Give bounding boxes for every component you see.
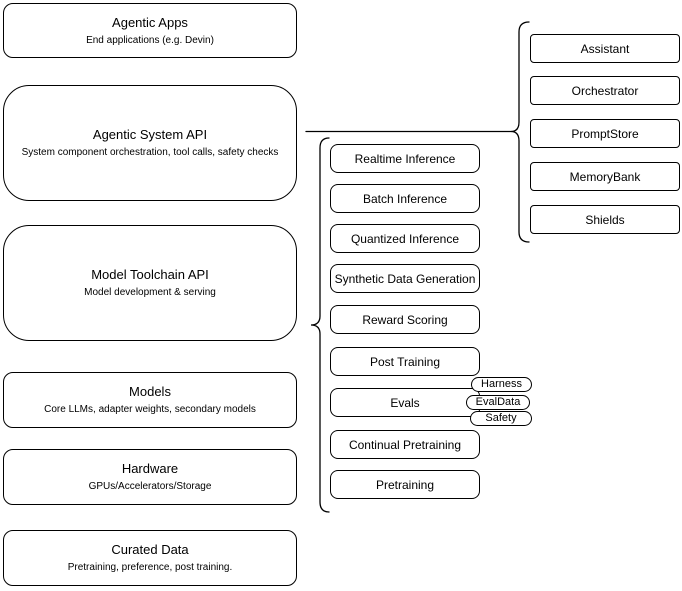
box-model-toolchain-api: Model Toolchain API Model development & … [3, 225, 297, 341]
node-orchestrator: Orchestrator [530, 76, 680, 105]
box-title: Models [129, 384, 171, 399]
box-title: Model Toolchain API [91, 267, 209, 282]
node-label: Batch Inference [362, 191, 448, 206]
box-agentic-apps: Agentic Apps End applications (e.g. Devi… [3, 3, 297, 58]
node-label: Assistant [580, 41, 630, 56]
node-label: Synthetic Data Generation [334, 271, 476, 286]
node-pretraining: Pretraining [330, 470, 480, 499]
box-subtitle: System component orchestration, tool cal… [21, 147, 279, 158]
node-post-training: Post Training [330, 347, 480, 376]
node-label: PromptStore [571, 126, 639, 141]
node-label: Pretraining [375, 477, 435, 492]
node-memorybank: MemoryBank [530, 162, 680, 191]
box-subtitle: Core LLMs, adapter weights, secondary mo… [44, 404, 256, 415]
node-label: MemoryBank [569, 169, 641, 184]
box-subtitle: Model development & serving [84, 287, 216, 298]
box-hardware: Hardware GPUs/Accelerators/Storage [3, 449, 297, 505]
node-assistant: Assistant [530, 34, 680, 63]
node-promptstore: PromptStore [530, 119, 680, 148]
node-label: Quantized Inference [350, 231, 460, 246]
box-agentic-system-api: Agentic System API System component orch… [3, 85, 297, 201]
node-shields: Shields [530, 205, 680, 234]
box-subtitle: Pretraining, preference, post training. [67, 562, 233, 573]
tag-label: Harness [481, 378, 522, 390]
box-models: Models Core LLMs, adapter weights, secon… [3, 372, 297, 428]
tag-label: Safety [485, 412, 517, 424]
node-label: Post Training [369, 354, 441, 369]
node-label: Realtime Inference [354, 151, 456, 166]
node-reward-scoring: Reward Scoring [330, 305, 480, 334]
node-label: Orchestrator [571, 83, 639, 98]
box-title: Agentic Apps [112, 14, 188, 30]
toolchain-group-brace [310, 137, 330, 513]
node-quantized-inference: Quantized Inference [330, 224, 480, 253]
box-subtitle: End applications (e.g. Devin) [86, 34, 214, 46]
node-continual-pretraining: Continual Pretraining [330, 430, 480, 459]
tag-harness: Harness [471, 377, 532, 392]
node-label: Shields [585, 212, 625, 227]
node-label: Evals [390, 395, 420, 410]
node-evals: Evals [330, 388, 480, 417]
node-realtime-inference: Realtime Inference [330, 144, 480, 173]
node-label: Continual Pretraining [348, 437, 462, 452]
box-curated-data: Curated Data Pretraining, preference, po… [3, 530, 297, 586]
node-label: Reward Scoring [362, 312, 448, 327]
box-title: Curated Data [111, 542, 189, 557]
tag-safety: Safety [470, 411, 532, 426]
box-title: Agentic System API [92, 127, 208, 142]
tag-label: EvalData [475, 396, 521, 408]
box-subtitle: GPUs/Accelerators/Storage [88, 481, 212, 492]
box-title: Hardware [121, 461, 179, 476]
node-synthetic-data-generation: Synthetic Data Generation [330, 264, 480, 293]
agentic-group-brace [510, 21, 530, 243]
node-batch-inference: Batch Inference [330, 184, 480, 213]
tag-evaldata: EvalData [466, 395, 530, 410]
